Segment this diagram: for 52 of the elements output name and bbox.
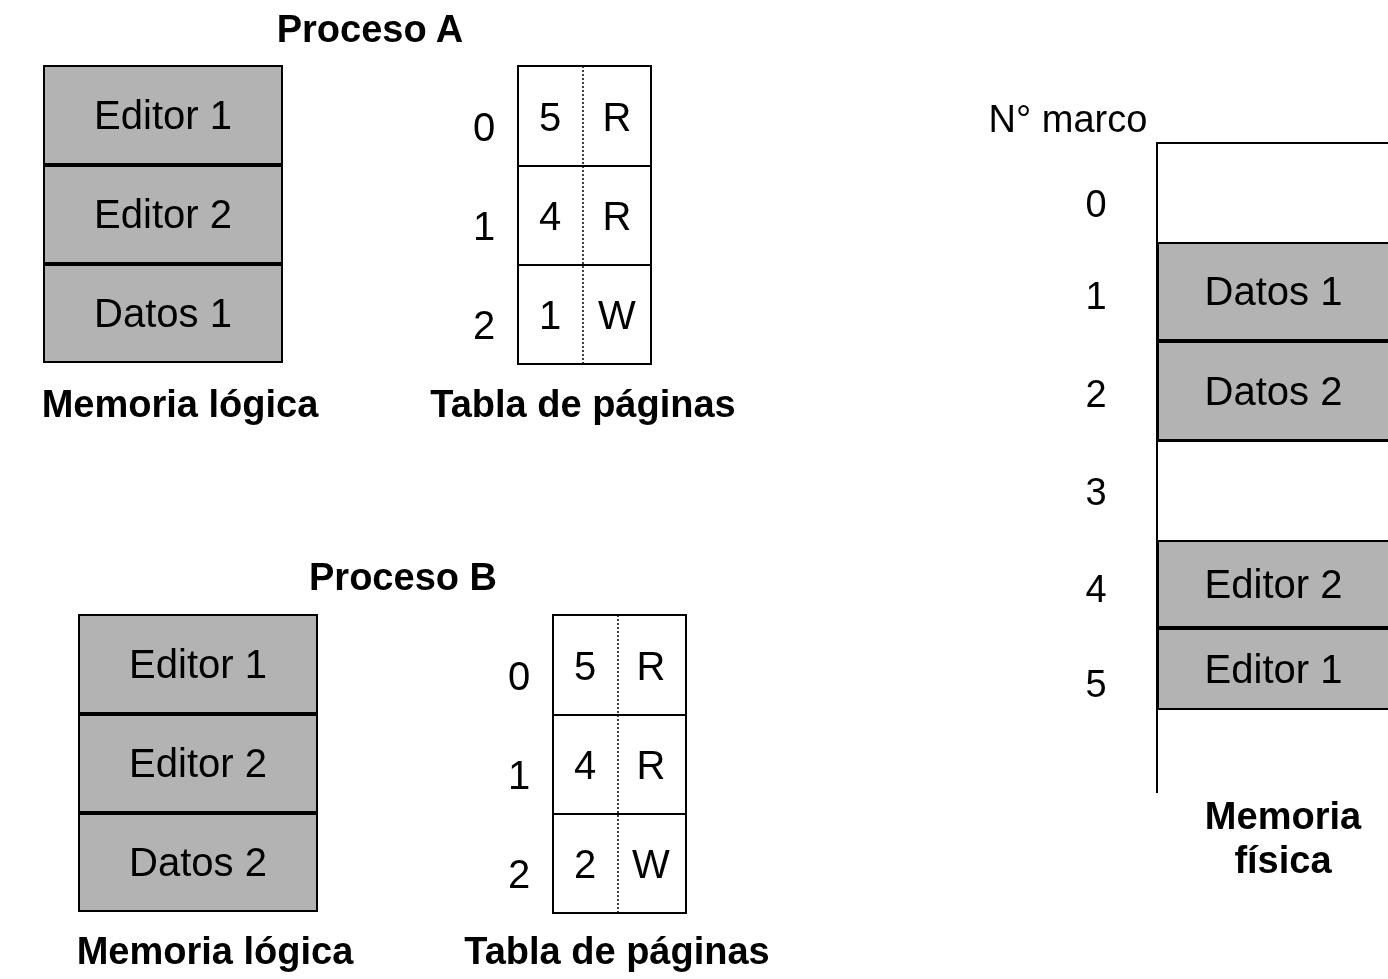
row-index: 0 (507, 653, 531, 699)
row-index: 1 (472, 203, 496, 249)
caption: Tabla de páginas (430, 383, 736, 427)
segment-label: Editor 1 (129, 641, 267, 687)
process-title: Proceso A (276, 8, 464, 52)
memory-frame-box (1157, 341, 1388, 441)
frame-number-cell: 5 (573, 643, 597, 689)
frame-number: 0 (1085, 183, 1107, 227)
segment-label: Datos 2 (129, 840, 267, 885)
segment-label: Editor 1 (94, 92, 232, 138)
memory-page-box (78, 614, 318, 714)
frame-number-cell: 2 (573, 841, 597, 887)
memory-frame-box (1157, 540, 1388, 628)
access-flag-cell: R (602, 94, 632, 140)
segment-label: Editor 2 (129, 741, 267, 786)
frame-number-cell: 4 (573, 742, 597, 788)
access-flag-cell: R (636, 742, 666, 788)
memory-frame-box (1157, 242, 1388, 341)
row-index: 0 (472, 104, 496, 150)
caption: Memoria lógica (41, 383, 319, 427)
memory-page-box (43, 65, 283, 165)
access-flag-cell: W (598, 292, 636, 338)
access-flag-cell: R (636, 643, 666, 689)
memory-page-box (43, 264, 283, 363)
caption: Memoria lógica (76, 930, 354, 974)
frame-number: 3 (1085, 471, 1107, 515)
memory-page-box (78, 714, 318, 813)
memory-frame-box (1157, 628, 1388, 710)
row-index: 1 (507, 752, 531, 798)
frame-number-cell: 1 (538, 292, 562, 338)
segment-label: Datos 1 (1204, 269, 1343, 314)
segment-label: Datos 1 (94, 291, 232, 336)
access-flag-cell: W (632, 841, 670, 887)
process-title: Proceso B (309, 556, 497, 600)
frame-number: 1 (1085, 275, 1107, 319)
row-index: 2 (507, 851, 531, 897)
memory-page-box (43, 165, 283, 264)
row-index: 2 (472, 302, 496, 348)
frame-number: 5 (1085, 663, 1107, 707)
frame-number: 4 (1085, 568, 1107, 612)
frame-number-cell: 5 (538, 94, 562, 140)
access-flag-cell: R (602, 193, 632, 239)
memory-page-box (78, 813, 318, 912)
caption: Tabla de páginas (464, 930, 770, 974)
frame-number-cell: 4 (538, 193, 562, 239)
caption: Memoria física (1203, 795, 1363, 883)
frame-number: 2 (1085, 373, 1107, 417)
segment-label: Datos 2 (1204, 368, 1343, 414)
segment-label: Editor 1 (1204, 646, 1343, 692)
segment-label: Editor 2 (94, 192, 232, 237)
segment-label: Editor 2 (1204, 561, 1343, 607)
column-header: N° marco (988, 98, 1148, 142)
